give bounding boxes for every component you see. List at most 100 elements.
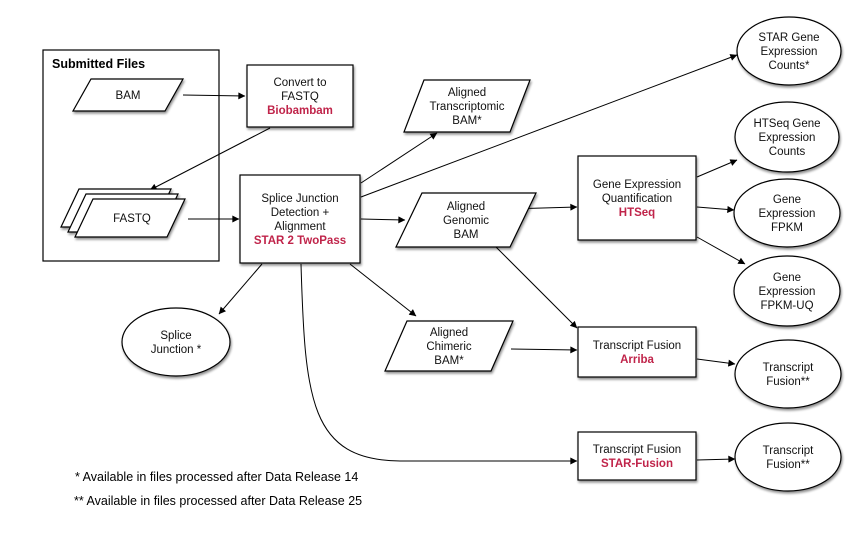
edge-star-align-to-transcriptomic-bam xyxy=(360,132,438,184)
edge-star-align-to-star-counts xyxy=(360,54,738,198)
edge-star-fusion-to-star-fusion-out xyxy=(696,455,736,463)
node-label-line: FPKM xyxy=(771,222,803,234)
node-label-line: Junction * xyxy=(151,344,202,356)
node-label-line: Detection + xyxy=(271,207,330,219)
tool-name: STAR-Fusion xyxy=(601,458,673,470)
node-label-line: Chimeric xyxy=(426,341,472,353)
footnote-release-14: * Available in files processed after Dat… xyxy=(75,470,358,484)
process-box xyxy=(239,174,361,264)
edge-bam-input-to-convert xyxy=(182,92,246,100)
submitted-files-group: Submitted Files xyxy=(42,49,220,262)
edge-star-align-to-splice-junction xyxy=(218,263,263,315)
group-title: Submitted Files xyxy=(52,57,145,71)
node-label-line: Counts xyxy=(769,146,806,158)
tool-name: Biobambam xyxy=(267,105,333,117)
node-label-line: Quantification xyxy=(602,193,672,205)
data-parallelogram xyxy=(403,79,531,133)
tool-name: HTSeq xyxy=(619,207,655,219)
footnotes: * Available in files processed after Dat… xyxy=(74,470,362,508)
node-label-line: Fusion** xyxy=(766,376,810,388)
node-label-line: Gene Expression xyxy=(593,179,681,191)
node-label-line: Gene xyxy=(773,194,801,206)
node-label-line: Aligned xyxy=(430,327,468,339)
node-label-line: FASTQ xyxy=(281,91,319,103)
node-label-line: Expression xyxy=(759,132,816,144)
data-parallelogram xyxy=(384,320,514,372)
process-box xyxy=(246,64,354,128)
node-label-line: Splice xyxy=(160,330,191,342)
edge-htseq-to-fpkm xyxy=(696,205,735,213)
footnote-release-25: ** Available in files processed after Da… xyxy=(74,494,362,508)
output-ellipse xyxy=(734,101,840,173)
output-ellipse xyxy=(734,339,842,409)
node-label-line: Transcript Fusion xyxy=(593,340,681,352)
edge-convert-to-fastq-input xyxy=(149,127,271,191)
process-box xyxy=(577,326,697,378)
node-label-line: Counts* xyxy=(769,60,810,72)
node-label-line: Alignment xyxy=(274,221,326,233)
data-parallelogram xyxy=(395,192,537,248)
node-label-line: STAR Gene xyxy=(758,32,819,44)
output-ellipse xyxy=(736,16,842,86)
node-convert[interactable]: Convert to FASTQ Biobambam xyxy=(246,64,354,128)
node-fastq-input[interactable]: FASTQ xyxy=(60,188,186,238)
node-label-line: Genomic xyxy=(443,215,489,227)
node-label-line: FPKM-UQ xyxy=(760,300,813,312)
edge-star-align-to-star-fusion xyxy=(300,263,578,465)
node-label-line: Expression xyxy=(759,286,816,298)
edge-star-align-to-genomic-bam xyxy=(360,216,406,224)
process-box xyxy=(577,431,697,481)
node-label-line: HTSeq Gene xyxy=(753,118,820,130)
edge-htseq-to-htseq-counts xyxy=(696,159,738,178)
edge-arriba-to-arriba-out xyxy=(696,358,736,367)
edges xyxy=(149,54,746,465)
node-label-line: BAM xyxy=(116,90,141,102)
group-border xyxy=(42,49,220,262)
node-bam-input[interactable]: BAM xyxy=(71,78,185,112)
edge-chimeric-bam-to-arriba xyxy=(510,346,578,354)
stacked-file-3 xyxy=(74,198,186,238)
node-label-line: Gene xyxy=(773,272,801,284)
node-label-line: Convert to xyxy=(273,77,326,89)
node-label-line: Expression xyxy=(759,208,816,220)
node-label-line: Expression xyxy=(761,46,818,58)
node-label-line: Transcript Fusion xyxy=(593,444,681,456)
node-label-line: FASTQ xyxy=(113,213,151,225)
node-label-line: Transcript xyxy=(763,445,814,457)
tool-name: STAR 2 TwoPass xyxy=(254,235,346,247)
output-ellipse xyxy=(733,178,841,248)
edge-genomic-bam-to-arriba xyxy=(495,246,578,329)
node-label-line: Fusion** xyxy=(766,459,810,471)
node-label-line: BAM* xyxy=(452,115,482,127)
node-label-line: Aligned xyxy=(447,201,485,213)
process-box xyxy=(577,155,697,241)
node-label-line: Aligned xyxy=(448,87,486,99)
data-parallelogram xyxy=(71,78,185,112)
node-label-line: BAM xyxy=(454,229,479,241)
node-label-line: Splice Junction xyxy=(261,193,338,205)
node-label-line: BAM* xyxy=(434,355,464,367)
node-label-line: Transcriptomic xyxy=(430,101,505,113)
node-label-line: Transcript xyxy=(763,362,814,374)
output-ellipse xyxy=(121,307,231,377)
edge-star-align-to-chimeric-bam xyxy=(349,263,417,317)
edge-htseq-to-fpkm-uq xyxy=(696,236,746,265)
output-ellipse xyxy=(734,422,842,492)
output-ellipse xyxy=(733,255,841,327)
